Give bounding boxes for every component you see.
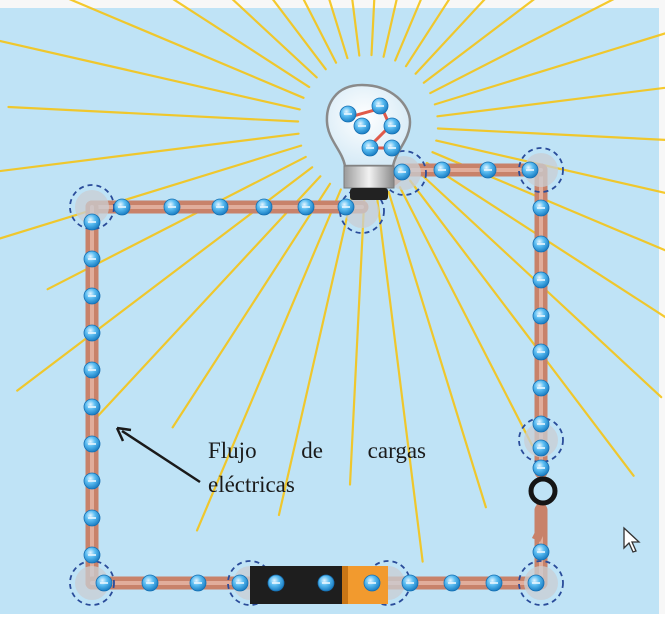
light-ray [195,188,342,532]
light-ray [277,192,354,517]
light-ray [387,190,487,509]
junction-ring [518,560,564,606]
light-ray [0,39,301,111]
light-ray [0,144,303,240]
junction-fill [345,194,379,228]
light-ray [302,0,338,64]
bulb-base [343,165,395,189]
light-ray [171,182,332,429]
junction-fill [75,566,109,600]
light-ray [414,0,486,75]
flow-label-word-1: Flujo [208,438,257,463]
page-margin-right [659,0,665,614]
battery-band [342,566,348,604]
flow-label-word-2: de [301,438,323,463]
junction-ring [381,150,427,196]
switch-lead [531,503,546,543]
light-ray [328,0,349,60]
light-ray [94,175,322,420]
light-ray [398,186,534,447]
flow-label-word-3: cargas [367,438,426,463]
flow-label-line-1: Flujo de cargas [208,434,426,468]
light-ray [436,127,665,141]
light-ray [429,0,615,95]
arrow-icon [115,426,201,484]
arrow-shaft [121,429,201,484]
bulb-tip [350,188,388,200]
light-ray [409,179,635,477]
light-ray [422,0,535,84]
light-ray [231,0,318,79]
light-ray [348,193,366,486]
light-ray [436,86,665,118]
light-ray [172,0,311,89]
light-ray [404,0,451,68]
light-ray [435,139,665,194]
junction-fill [524,153,558,187]
light-ray [68,0,305,99]
light-rays [0,0,665,563]
arrow-head [115,426,132,442]
charges [83,97,550,592]
flow-label-line-2: eléctricas [208,472,295,497]
light-ray [433,32,665,106]
light-ray [0,132,300,173]
light-ray [271,0,327,71]
junction-fill [75,190,109,224]
switch-icon [528,476,558,506]
light-ray [7,105,300,123]
light-ray [382,0,398,58]
light-ray [394,0,422,62]
light-ray [370,0,376,57]
light-ray [375,193,424,563]
page-margin-top [0,0,665,8]
junction-ring [518,147,564,193]
flow-label: Flujo de cargas eléctricas [208,434,426,502]
mouse-cursor-icon [623,526,641,553]
